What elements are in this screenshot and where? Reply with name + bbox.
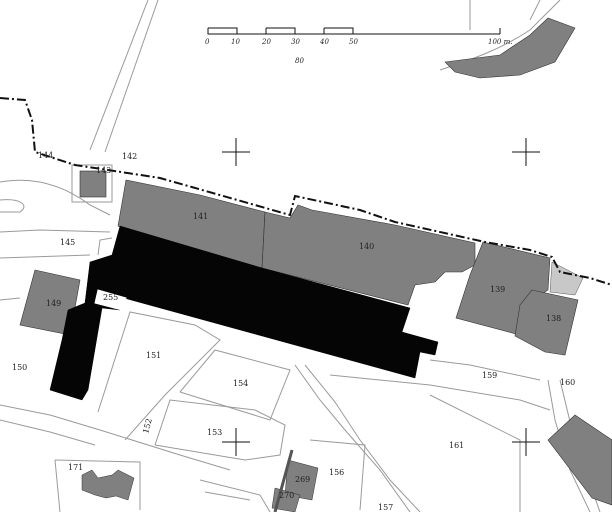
label-138: 138	[546, 314, 561, 323]
scale-bar	[207, 27, 501, 35]
scale-tick-30: 30	[291, 38, 300, 46]
label-142: 142	[122, 152, 137, 161]
scale-tick-10: 10	[231, 38, 240, 46]
scale-tick-40: 40	[319, 38, 329, 46]
building-269	[284, 459, 319, 501]
building-140	[261, 204, 476, 306]
grid-cross-markers	[222, 138, 540, 456]
label-144: 144	[38, 151, 53, 160]
label-141: 141	[193, 212, 208, 221]
label-139: 139	[490, 285, 505, 294]
label-159: 159	[482, 371, 497, 380]
label-160: 160	[560, 378, 575, 387]
parcel-269-edge	[273, 449, 294, 512]
label-156: 156	[329, 468, 344, 477]
label-152: 152	[141, 417, 154, 434]
scale-end-label: 100 m.	[488, 38, 512, 46]
scale-tick-20: 20	[261, 38, 271, 46]
label-149: 149	[46, 299, 61, 308]
label-171: 171	[68, 463, 83, 472]
scale-sub-label: 80	[295, 57, 304, 65]
label-154: 154	[233, 379, 248, 388]
scale-tick-50: 50	[349, 38, 358, 46]
label-150: 150	[12, 363, 27, 372]
scale-tick-0: 0	[205, 38, 210, 46]
notch-255	[94, 289, 127, 311]
building-138	[514, 289, 579, 356]
label-145: 145	[60, 238, 75, 247]
label-161: 161	[449, 441, 464, 450]
building-143	[79, 170, 107, 198]
label-270: 270	[279, 491, 294, 500]
label-143: 143	[96, 166, 111, 175]
building-top-right	[444, 17, 576, 79]
label-151: 151	[146, 351, 161, 360]
label-157: 157	[378, 503, 393, 512]
building-171	[81, 469, 135, 501]
label-140: 140	[359, 242, 374, 251]
building-bottom-right	[547, 414, 612, 506]
boundary-line	[0, 97, 612, 286]
building-light-grey	[549, 261, 584, 296]
building-main-black	[49, 225, 439, 401]
parcel-143-outline	[71, 164, 113, 203]
label-153: 153	[207, 428, 222, 437]
label-255: 255	[103, 293, 118, 302]
label-269: 269	[295, 475, 310, 484]
